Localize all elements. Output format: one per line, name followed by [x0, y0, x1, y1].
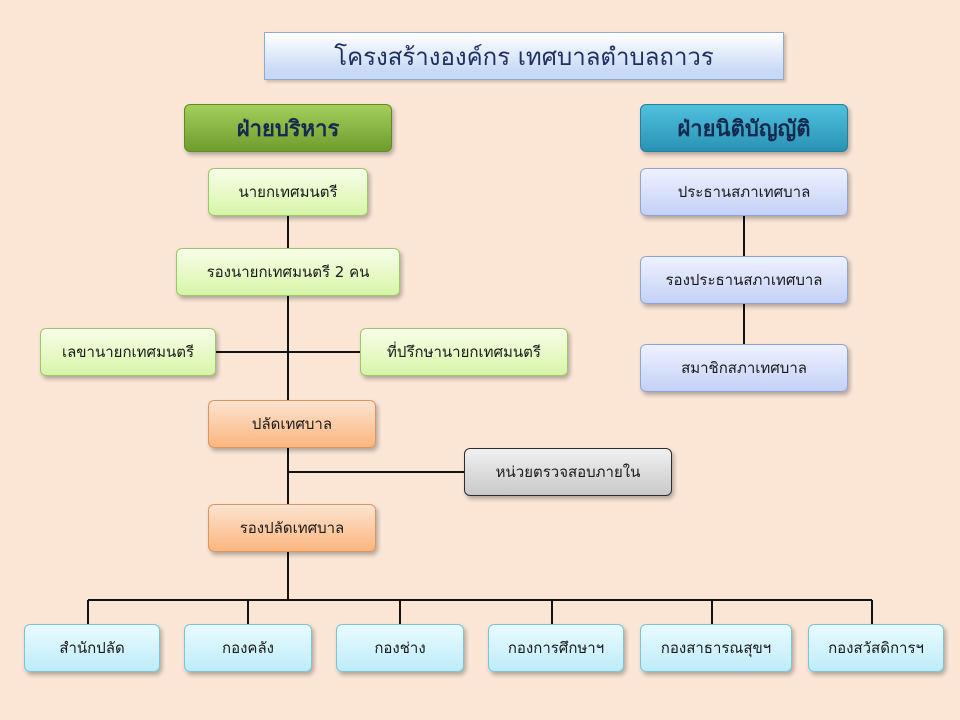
legislative-heading: ฝ่ายนิติบัญญัติ [640, 104, 848, 152]
council-president-node: ประธานสภาเทศบาล [640, 168, 848, 216]
council-vice-president-node: รองประธานสภาเทศบาล [640, 256, 848, 304]
mayor-node: นายกเทศมนตรี [208, 168, 368, 216]
department-node: กองการศึกษาฯ [488, 624, 624, 672]
page-title: โครงสร้างองค์กร เทศบาลตำบลถาวร [264, 32, 784, 80]
deputy-mayor-node: รองนายกเทศมนตรี 2 คน [176, 248, 400, 296]
council-members-node: สมาชิกสภาเทศบาล [640, 344, 848, 392]
clerk-node: ปลัดเทศบาล [208, 400, 376, 448]
department-node: กองช่าง [336, 624, 464, 672]
department-node: กองสาธารณสุขฯ [640, 624, 792, 672]
department-node: สำนักปลัด [24, 624, 160, 672]
department-node: กองคลัง [184, 624, 312, 672]
deputy-clerk-node: รองปลัดเทศบาล [208, 504, 376, 552]
advisor-node: ที่ปรึกษานายกเทศมนตรี [360, 328, 568, 376]
department-node: กองสวัสดิการฯ [808, 624, 944, 672]
secretary-node: เลขานายกเทศมนตรี [40, 328, 216, 376]
internal-audit-node: หน่วยตรวจสอบภายใน [464, 448, 672, 496]
executive-heading: ฝ่ายบริหาร [184, 104, 392, 152]
